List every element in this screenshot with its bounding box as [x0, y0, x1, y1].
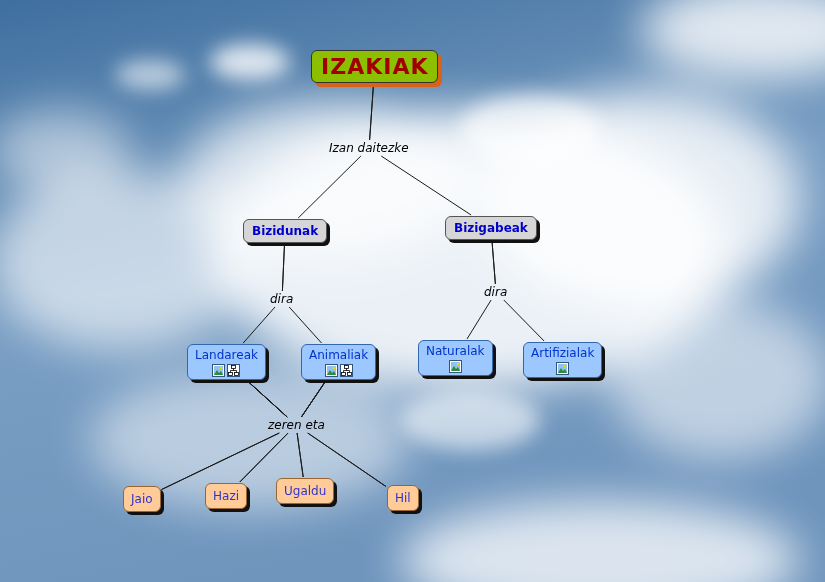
- concept-box: Ugaldu: [276, 478, 334, 504]
- concept-box: Bizidunak: [243, 219, 327, 243]
- node-text: Landareak: [195, 348, 258, 362]
- node-text: Naturalak: [426, 344, 485, 358]
- linking-phrase: zeren eta: [266, 418, 327, 432]
- node-text: Artifizialak: [531, 346, 594, 360]
- concept-box: Artifizialak: [523, 342, 602, 378]
- connector-line: [162, 381, 326, 490]
- icon-row: [212, 364, 240, 377]
- linking-phrase: dira: [482, 285, 509, 299]
- concept-box: Jaio: [123, 486, 161, 512]
- connector-line: [248, 381, 387, 487]
- concept-root: IZAKIAK: [311, 50, 438, 83]
- node-text: Bizigabeak: [454, 221, 528, 235]
- image-icon: [212, 364, 225, 377]
- concept-box: Animaliak: [301, 344, 376, 380]
- concept-box: Bizigabeak: [445, 216, 537, 240]
- image-icon: [325, 364, 338, 377]
- node-text: Hil: [395, 491, 411, 505]
- node-text: Jaio: [131, 492, 153, 506]
- concept-box: Naturalak: [418, 340, 493, 376]
- concept-box: Landareak: [187, 344, 266, 380]
- concept-box: Hil: [387, 485, 419, 511]
- image-icon: [449, 360, 462, 373]
- node-text: Ugaldu: [284, 484, 326, 498]
- icon-row: [556, 362, 569, 375]
- connector-line: [162, 381, 288, 490]
- linking-phrase: dira: [268, 292, 295, 306]
- node-text: Animaliak: [309, 348, 368, 362]
- node-text: Hazi: [213, 489, 239, 503]
- connector-line: [301, 381, 386, 487]
- cmap-icon: [227, 364, 240, 377]
- image-icon: [556, 362, 569, 375]
- linking-phrase: Izan daitezke: [327, 141, 411, 155]
- node-text: Bizidunak: [252, 224, 318, 238]
- icon-row: [325, 364, 353, 377]
- icon-row: [449, 360, 462, 373]
- node-text: IZAKIAK: [321, 54, 428, 79]
- concept-box: Hazi: [205, 483, 247, 509]
- cmap-icon: [340, 364, 353, 377]
